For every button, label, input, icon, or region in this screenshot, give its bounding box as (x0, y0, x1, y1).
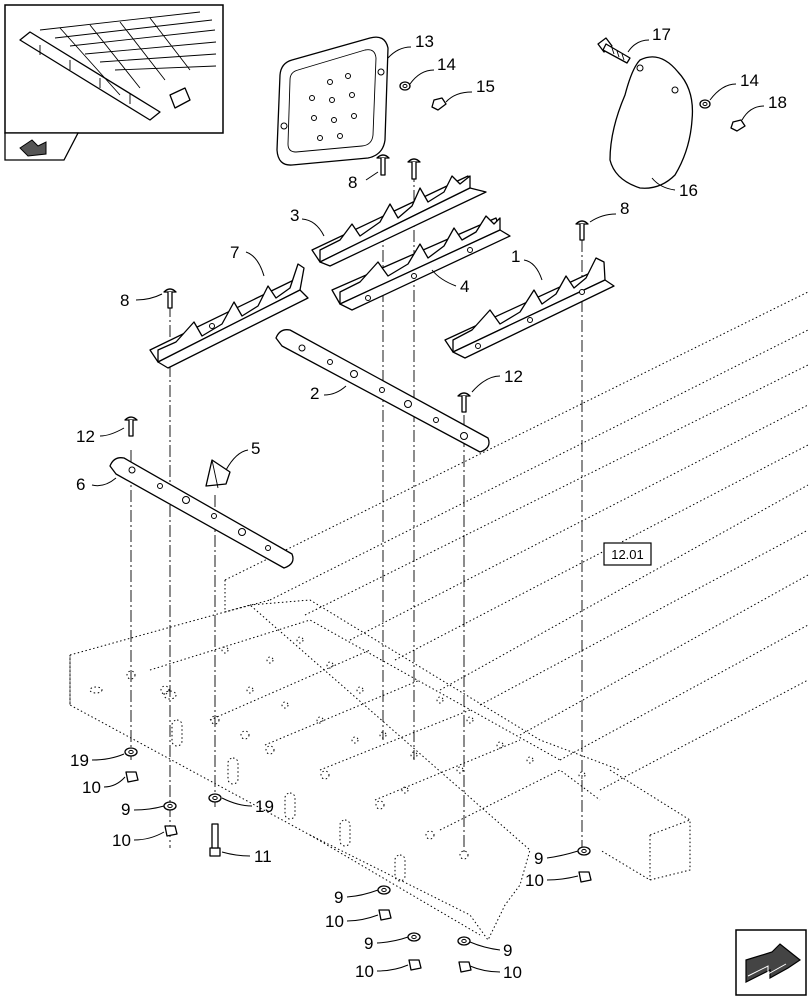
part-5-wedge[interactable] (205, 459, 231, 489)
part-9-washer-a[interactable] (163, 801, 177, 811)
callout-9: 9 (121, 800, 130, 819)
part-19-washer-b[interactable] (208, 793, 222, 803)
callout-6: 6 (76, 475, 85, 494)
callout-14: 14 (437, 55, 456, 74)
callout-9: 9 (534, 849, 543, 868)
callout-1: 1 (511, 247, 520, 266)
callout-8: 8 (348, 173, 357, 192)
part-4-serrated-angle[interactable] (331, 215, 511, 311)
callout-7: 7 (230, 243, 239, 262)
callout-10: 10 (325, 912, 344, 931)
overview-inset[interactable] (4, 4, 224, 134)
callout-10: 10 (355, 962, 374, 981)
part-9-washer-c[interactable] (407, 932, 421, 942)
next-page-button[interactable] (735, 929, 807, 996)
callout-8: 8 (620, 199, 629, 218)
part-14-washer-a[interactable] (399, 81, 411, 91)
callout-3: 3 (290, 206, 299, 225)
part-1-serrated-angle[interactable] (444, 257, 615, 359)
reference-label: 12.01 (611, 547, 644, 562)
reference-box[interactable]: 12.01 (603, 542, 652, 566)
part-9-washer-e[interactable] (577, 846, 591, 856)
leader-lines (91, 39, 765, 973)
callout-4: 4 (460, 277, 469, 296)
part-10-nut-b[interactable] (164, 825, 178, 837)
part-11-bolt[interactable] (209, 823, 221, 857)
callout-5: 5 (251, 439, 260, 458)
callout-9: 9 (364, 934, 373, 953)
part-7-serrated-angle[interactable] (149, 263, 309, 369)
alignment-lines (130, 170, 583, 855)
callout-10: 10 (525, 871, 544, 890)
part-17-bolt[interactable] (597, 37, 631, 64)
part-8-rivet-b[interactable] (407, 158, 421, 180)
callout-labels: 13 14 15 17 14 18 16 8 8 3 4 7 1 8 2 12 … (70, 25, 787, 982)
part-8-rivet-d[interactable] (163, 288, 177, 309)
part-10-nut-c[interactable] (378, 909, 392, 921)
part-14-washer-b[interactable] (699, 99, 711, 109)
part-10-nut-e[interactable] (458, 961, 472, 973)
callout-15: 15 (476, 77, 495, 96)
view-orientation-tab[interactable] (4, 132, 80, 161)
part-12-rivet-a[interactable] (457, 392, 471, 413)
callout-18: 18 (768, 93, 787, 112)
part-3-serrated-angle[interactable] (311, 175, 487, 267)
part-10-nut-f[interactable] (578, 871, 592, 883)
callout-19: 19 (255, 797, 274, 816)
part-9-washer-d[interactable] (457, 936, 471, 946)
callout-9: 9 (503, 941, 512, 960)
callout-14: 14 (740, 71, 759, 90)
part-10-nut-a[interactable] (125, 771, 139, 783)
callout-19: 19 (70, 751, 89, 770)
part-19-washer-a[interactable] (124, 747, 138, 757)
part-18-nut[interactable] (730, 119, 746, 132)
callout-9: 9 (334, 888, 343, 907)
callout-8: 8 (120, 291, 129, 310)
callout-12: 12 (504, 367, 523, 386)
part-15-nut[interactable] (431, 97, 447, 111)
part-16-cover[interactable] (609, 56, 694, 189)
part-8-rivet-c[interactable] (575, 220, 589, 241)
callout-10: 10 (112, 831, 131, 850)
callout-10: 10 (82, 778, 101, 797)
part-2-flat-bar[interactable] (275, 329, 490, 453)
callout-10: 10 (503, 963, 522, 982)
part-13-cover-plate[interactable] (276, 36, 389, 166)
part-8-rivet-a[interactable] (376, 154, 390, 176)
callout-11: 11 (254, 847, 272, 866)
part-6-flat-bar[interactable] (109, 457, 294, 569)
callout-17: 17 (652, 25, 671, 44)
part-9-washer-b[interactable] (377, 885, 391, 895)
arrow-icon (745, 943, 802, 983)
machine-frame (69, 291, 809, 941)
callout-13: 13 (415, 32, 434, 51)
part-10-nut-d[interactable] (408, 959, 422, 971)
part-12-rivet-b[interactable] (124, 416, 138, 437)
callout-16: 16 (679, 181, 698, 200)
callout-12: 12 (76, 427, 95, 446)
callout-2: 2 (310, 384, 319, 403)
